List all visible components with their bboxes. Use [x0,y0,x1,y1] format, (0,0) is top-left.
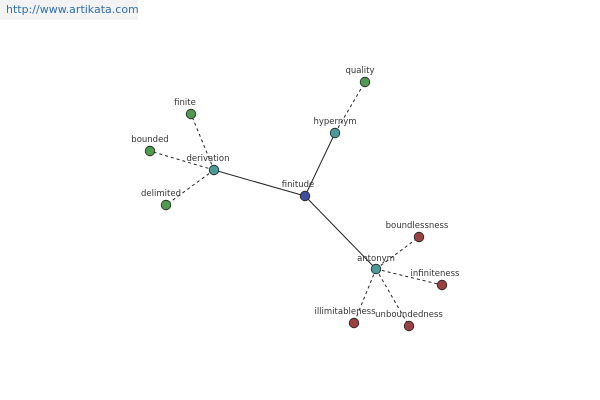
node-dot-infiniteness[interactable] [436,279,448,291]
node-dot-boundlessness[interactable] [413,231,425,243]
edge-derivation-finite [190,113,215,171]
graph-edges [149,81,443,327]
node-label-quality: quality [345,66,374,76]
node-label-finite: finite [174,98,196,108]
node-infiniteness[interactable]: infiniteness [411,269,460,291]
node-label-unboundedness: unboundedness [375,310,443,320]
node-dot-unboundedness[interactable] [403,320,415,332]
node-derivation[interactable]: derivation [186,154,230,176]
edge-finitude-hypernym [304,132,336,197]
node-finite[interactable]: finite [174,98,197,120]
node-hypernym[interactable]: hypernym [313,117,357,139]
node-quality[interactable]: quality [345,66,375,88]
node-finitude[interactable]: finitude [282,180,314,202]
node-label-derivation: derivation [186,154,229,164]
node-label-delimited: delimited [141,189,181,199]
node-dot-finite[interactable] [185,108,197,120]
edge-derivation-bounded [149,150,215,171]
edge-derivation-delimited [165,169,215,206]
node-dot-illimitableness[interactable] [348,317,360,329]
node-boundlessness[interactable]: boundlessness [386,221,449,243]
graph-nodes: finitude derivation hypernym antonym finite b… [131,66,460,332]
node-dot-antonym[interactable] [370,263,382,275]
site-watermark[interactable]: http://www.artikata.com [0,0,139,20]
edge-antonym-unboundedness [375,268,410,327]
node-bounded[interactable]: bounded [131,135,169,157]
node-delimited[interactable]: delimited [141,189,181,211]
node-dot-derivation[interactable] [208,164,220,176]
edge-finitude-derivation [213,169,306,197]
node-dot-delimited[interactable] [160,199,172,211]
node-dot-hypernym[interactable] [329,127,341,139]
edge-antonym-boundlessness [375,236,420,270]
node-label-bounded: bounded [131,135,168,145]
node-label-antonym: antonym [357,254,395,264]
node-label-finitude: finitude [282,180,314,190]
node-unboundedness[interactable]: unboundedness [375,310,443,332]
node-label-illimitableness: illimitableness [314,307,376,317]
node-label-boundlessness: boundlessness [386,221,449,231]
node-dot-bounded[interactable] [144,145,156,157]
edge-antonym-illimitableness [353,268,377,324]
node-dot-quality[interactable] [359,76,371,88]
node-label-infiniteness: infiniteness [411,269,460,279]
node-label-hypernym: hypernym [313,117,356,127]
edge-finitude-antonym [304,195,377,270]
edge-hypernym-quality [334,81,366,134]
node-illimitableness[interactable]: illimitableness [314,307,376,329]
node-dot-finitude[interactable] [299,190,311,202]
edge-antonym-infiniteness [375,268,443,286]
node-antonym[interactable]: antonym [357,254,395,275]
